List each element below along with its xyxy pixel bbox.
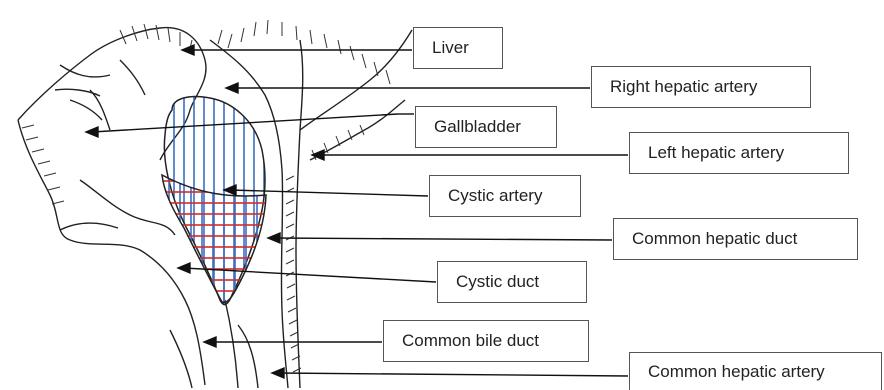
label-liver: Liver xyxy=(413,27,503,69)
label-right-hepatic-artery: Right hepatic artery xyxy=(591,66,811,108)
label-common-bile-duct: Common bile duct xyxy=(383,320,589,362)
label-left-hepatic-artery: Left hepatic artery xyxy=(629,132,849,174)
label-gallbladder: Gallbladder xyxy=(415,106,557,148)
label-common-hepatic-artery: Common hepatic artery xyxy=(629,352,882,390)
label-common-hepatic-duct: Common hepatic duct xyxy=(613,218,858,260)
label-cystic-duct: Cystic duct xyxy=(437,261,587,303)
label-cystic-artery: Cystic artery xyxy=(429,175,581,217)
